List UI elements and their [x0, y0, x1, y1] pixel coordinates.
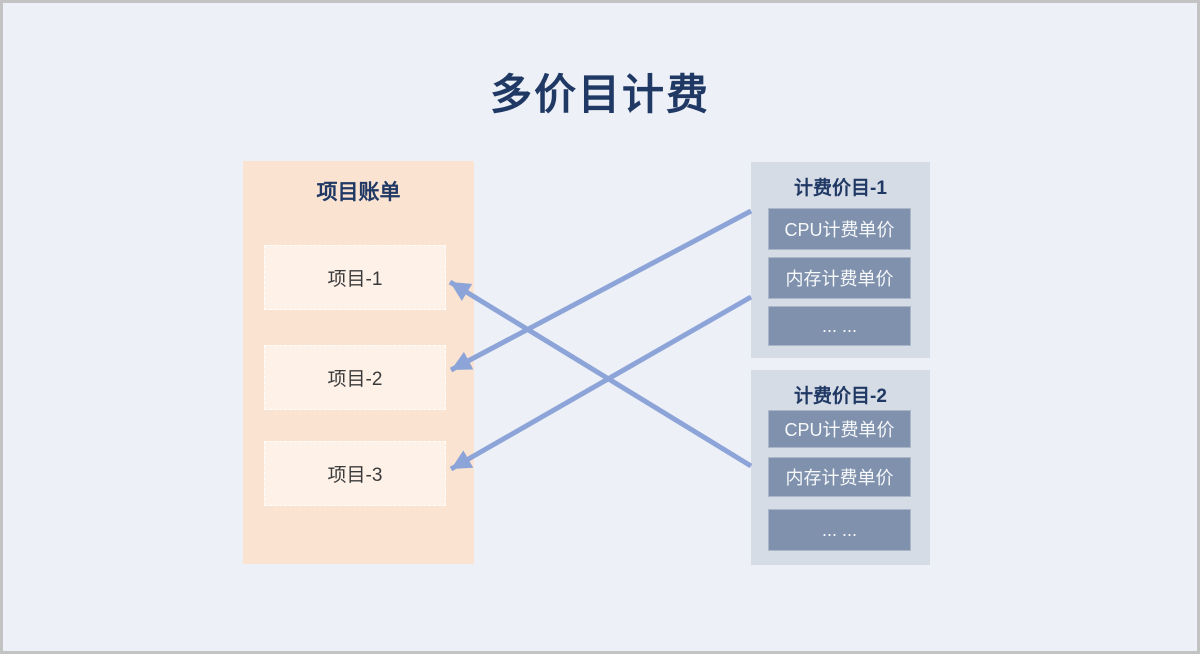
project-bill-panel-title: 项目账单	[316, 181, 401, 204]
bill-item-project-2: 项目-2	[264, 345, 446, 410]
price-item-ellipsis-2: ... ...	[768, 509, 911, 551]
price-list-panel-2: 计费价目-2 CPU计费单价 内存计费单价 ... ...	[751, 370, 930, 565]
project-bill-panel: 项目账单 项目-1 项目-2 项目-3	[243, 161, 474, 564]
bill-item-project-1: 项目-1	[264, 245, 446, 310]
price-item-memory-1: 内存计费单价	[768, 257, 911, 299]
price-item-memory-2: 内存计费单价	[768, 457, 911, 497]
bill-item-project-3: 项目-3	[264, 441, 446, 506]
arrow-计费价目-2-to-项目-1	[448, 279, 753, 469]
price-list-2-title: 计费价目-2	[794, 386, 887, 407]
price-list-1-title: 计费价目-1	[794, 178, 887, 199]
price-item-cpu-1: CPU计费单价	[768, 208, 911, 250]
arrow-计费价目-1-to-项目-3	[449, 294, 753, 472]
arrow-计费价目-1-to-项目-2	[449, 208, 753, 373]
diagram-title: 多价目计费	[489, 71, 710, 118]
mapping-arrows	[448, 208, 753, 472]
price-list-panel-1: 计费价目-1 CPU计费单价 内存计费单价 ... ...	[751, 162, 930, 358]
price-item-ellipsis-1: ... ...	[768, 306, 911, 346]
price-item-cpu-2: CPU计费单价	[768, 410, 911, 448]
